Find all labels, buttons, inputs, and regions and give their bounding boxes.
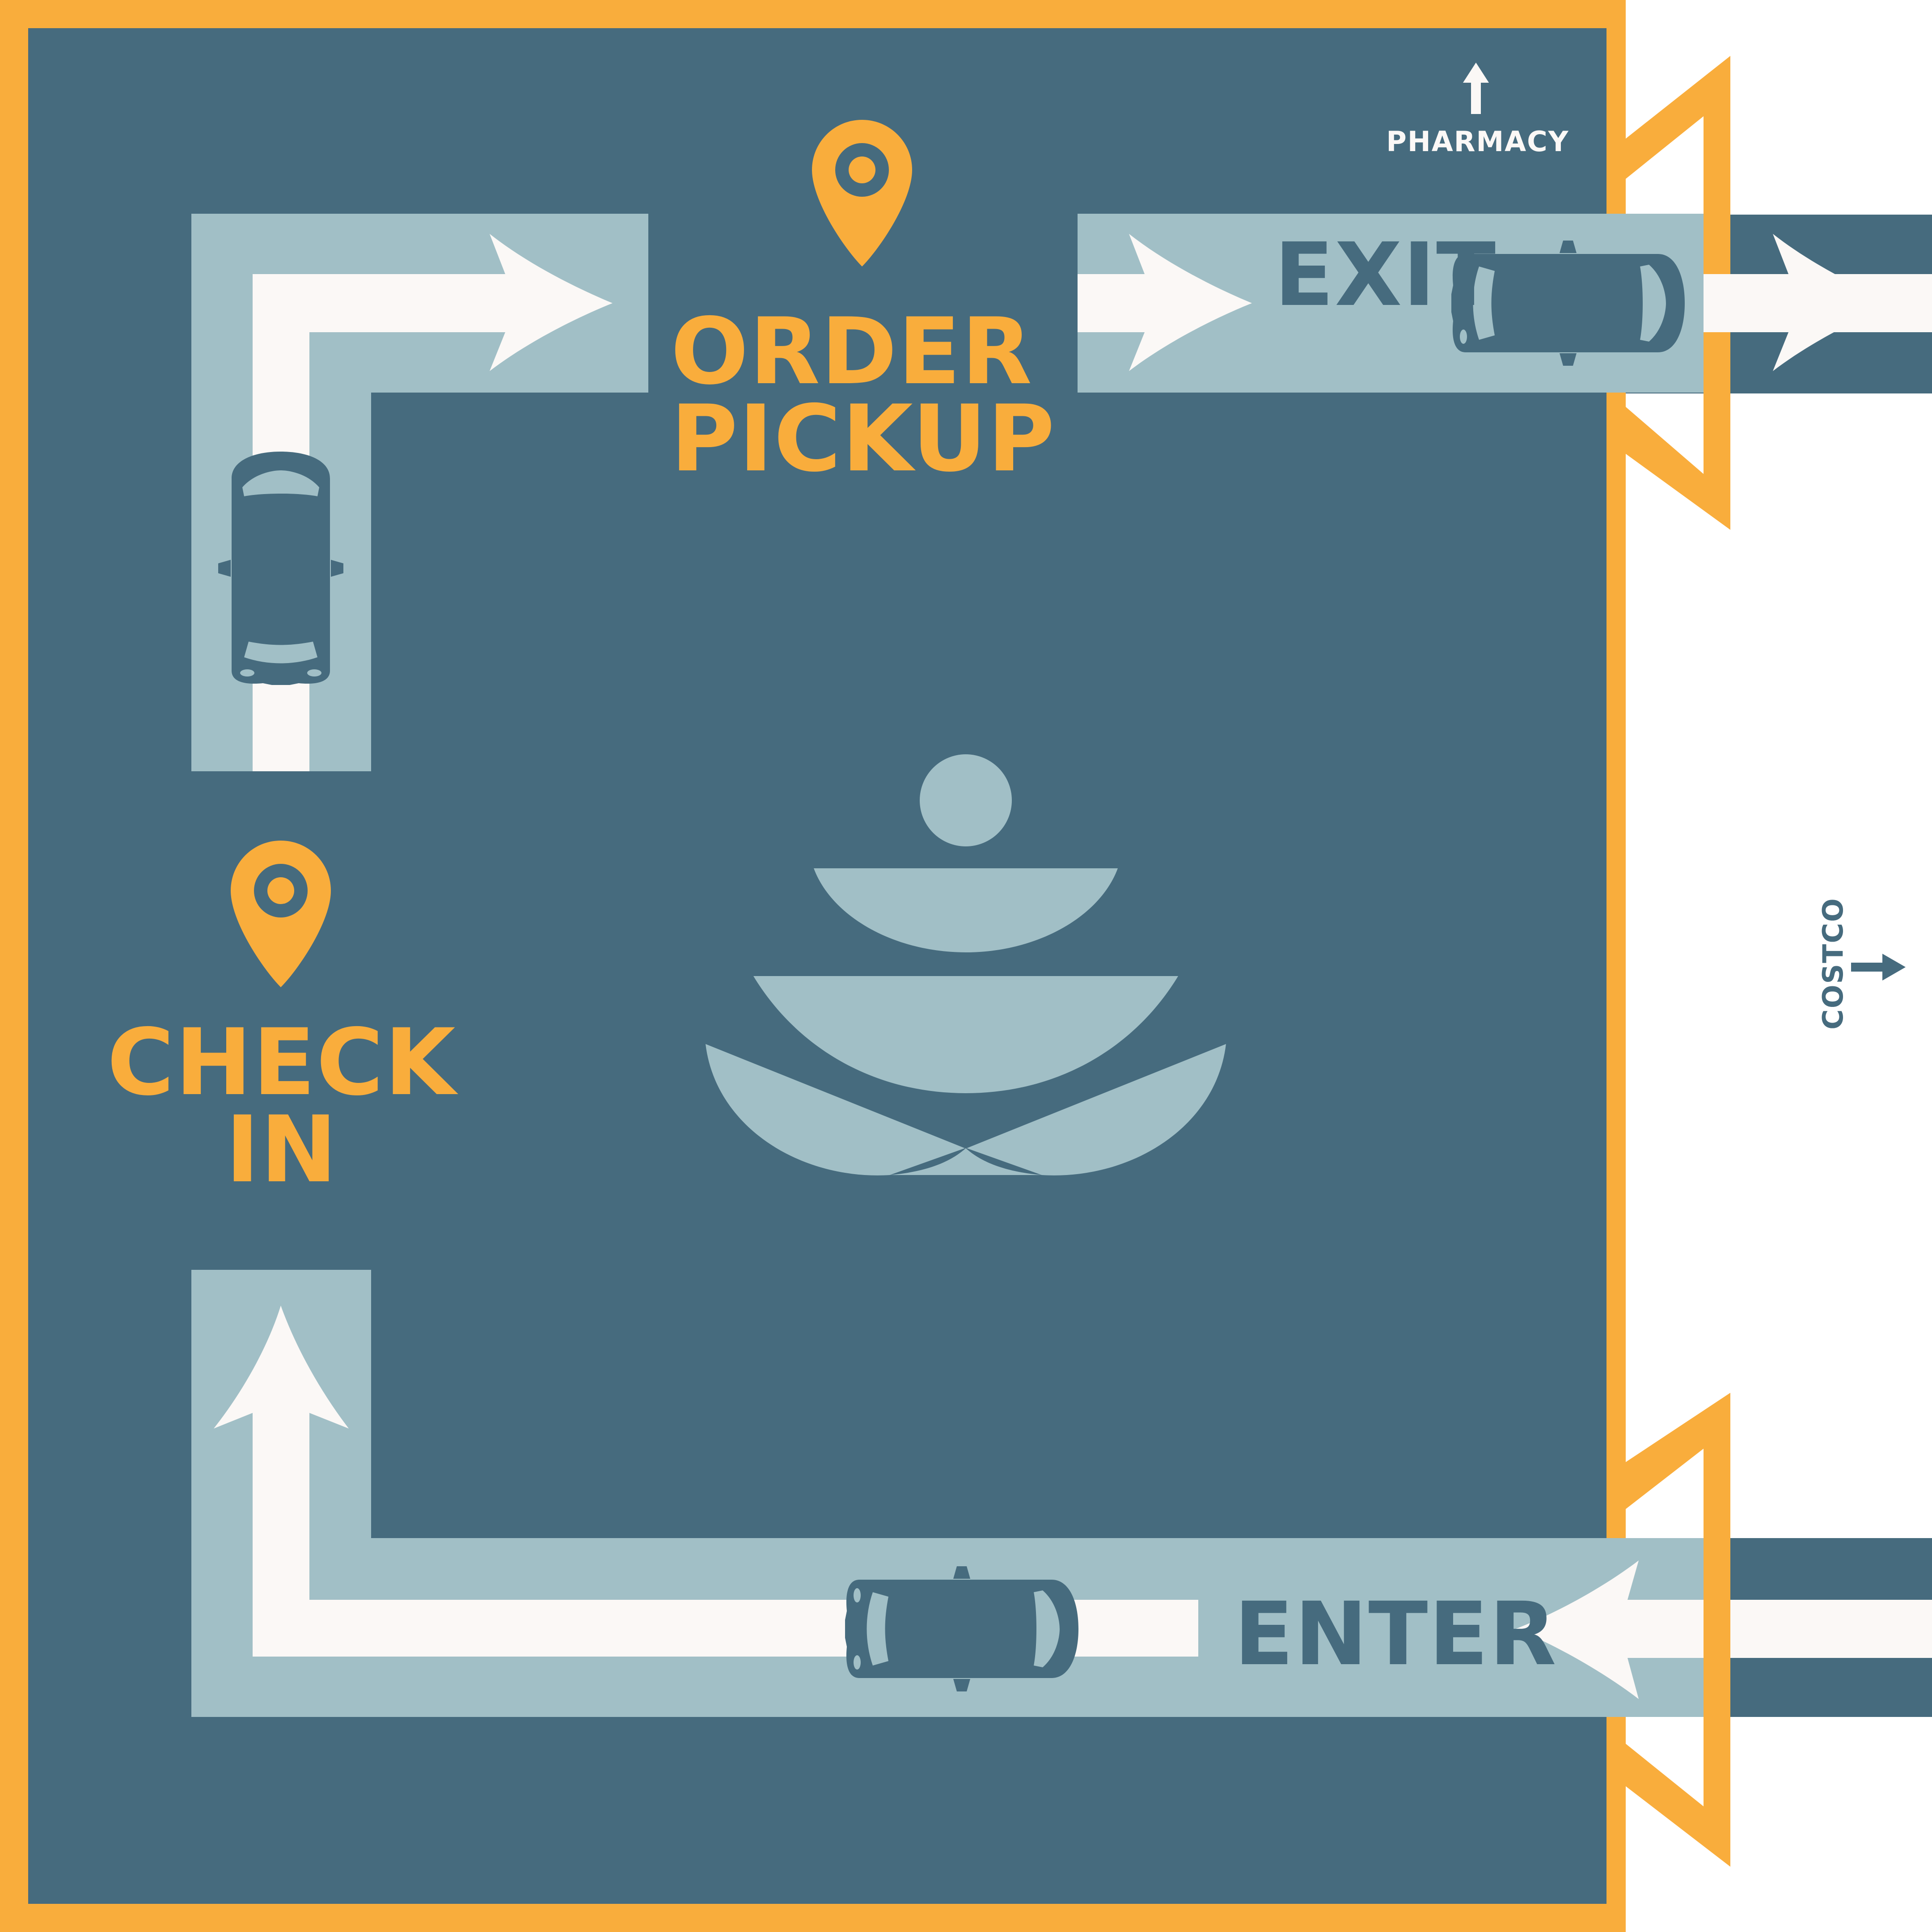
costco-label: COSTCO — [1817, 897, 1849, 1030]
arrow-right-icon — [1851, 954, 1906, 981]
arrow-up-icon — [214, 1306, 349, 1429]
enter-label: ENTER — [1234, 1583, 1557, 1685]
arrow-right-icon — [490, 234, 613, 371]
arrow-right-icon — [1129, 234, 1252, 371]
car-icon — [218, 452, 343, 685]
pharmacy-label: PHARMACY — [1386, 125, 1569, 158]
exit-gate — [1626, 56, 1730, 530]
arrow-right-icon — [1773, 234, 1896, 371]
arrow-left-icon — [1516, 1560, 1639, 1699]
arrow-up-icon — [1463, 63, 1489, 114]
meditation-logo-icon — [706, 754, 1226, 1175]
order-pickup-label: ORDER PICKUP — [671, 299, 1056, 492]
exit-label: EXIT — [1274, 224, 1497, 326]
entry-gate — [1626, 1393, 1730, 1867]
car-icon — [845, 1566, 1078, 1691]
check-in-label: CHECK IN — [107, 1010, 457, 1203]
